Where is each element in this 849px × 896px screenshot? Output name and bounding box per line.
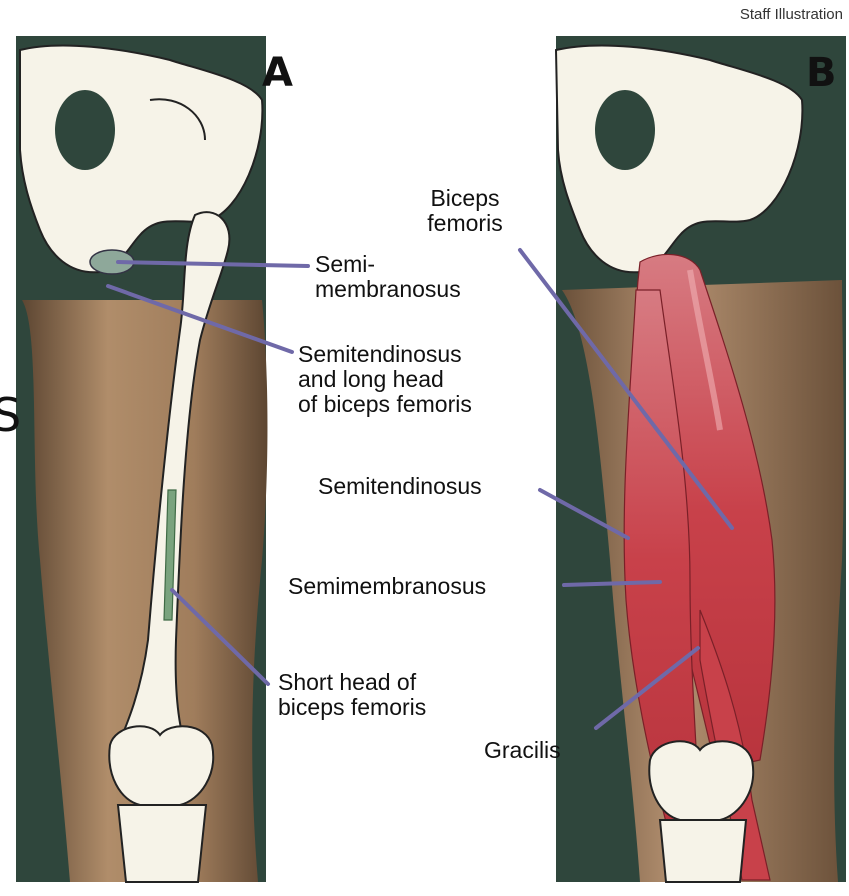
panel-a — [16, 36, 267, 882]
panel-b — [556, 36, 846, 882]
knee-b — [649, 741, 753, 820]
tibia-a — [118, 805, 206, 882]
label-b-gracilis: Gracilis — [484, 738, 561, 763]
label-a-semimembranosus: Semi- membranosus — [315, 252, 461, 302]
panel-b-letter: B — [806, 50, 836, 96]
label-b-semitendinosus: Semitendinosus — [318, 474, 482, 499]
label-a-short-head: Short head of biceps femoris — [278, 670, 426, 720]
tibia-b — [660, 820, 746, 882]
knee-a — [109, 726, 213, 805]
edge-glyph: S — [0, 388, 21, 442]
label-b-semimembranosus: Semimembranosus — [288, 574, 486, 599]
label-a-semitendinosus-long-head: Semitendinosus and long head of biceps f… — [298, 342, 472, 417]
obturator-foramen-a — [55, 90, 115, 170]
credit-line: Staff Illustration — [740, 6, 843, 23]
obturator-foramen-b — [595, 90, 655, 170]
label-b-biceps-femoris: Biceps femoris — [412, 186, 518, 236]
panel-a-letter: A — [262, 50, 292, 96]
